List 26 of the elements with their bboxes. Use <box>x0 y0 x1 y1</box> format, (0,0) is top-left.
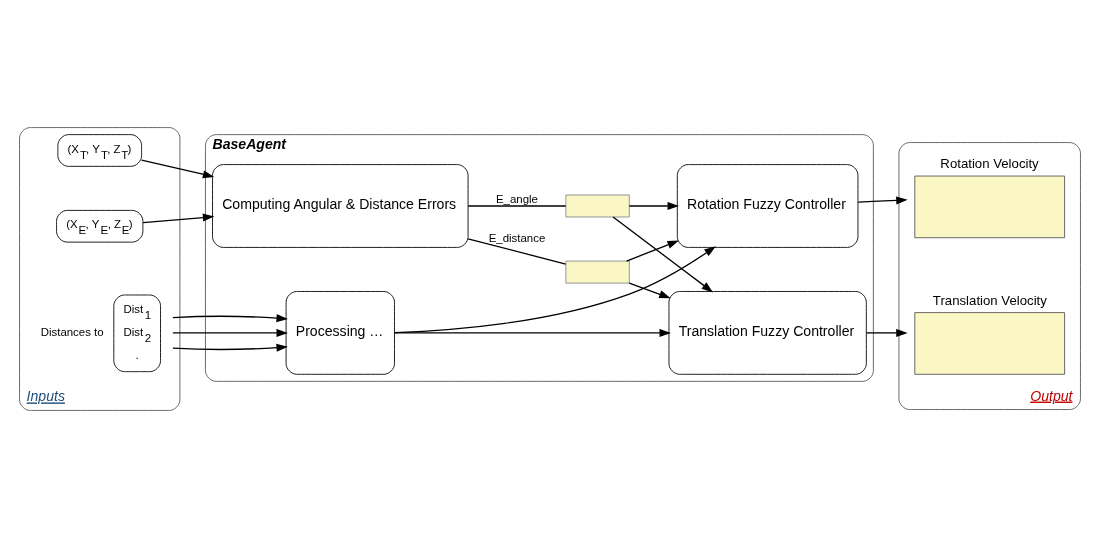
arrow <box>172 328 288 337</box>
arrow <box>393 328 671 337</box>
edge-label: E_distance <box>488 231 546 244</box>
node-label: Rotation Velocity <box>940 155 1039 171</box>
arrow <box>142 213 215 223</box>
arrow <box>628 282 671 298</box>
arrow <box>172 343 288 352</box>
arrow <box>141 158 215 178</box>
node-box: Translation Fuzzy Controller <box>668 290 867 375</box>
arrow <box>628 201 679 210</box>
arrow <box>625 239 679 262</box>
node-box: Processing … <box>285 290 395 375</box>
arrow <box>865 328 908 337</box>
node-box <box>565 260 630 284</box>
node-box <box>565 194 630 217</box>
arrow <box>172 313 288 322</box>
edge-label: E_angle <box>495 192 538 205</box>
arrow <box>612 215 714 292</box>
node-label: Translation Velocity <box>932 292 1047 308</box>
node-label: Distances to <box>40 325 104 338</box>
arrow <box>393 245 716 333</box>
arrow <box>857 195 908 204</box>
node-box: Computing Angular & Distance Errors <box>212 163 469 248</box>
connector <box>467 204 567 207</box>
node-box: Rotation Fuzzy Controller <box>676 163 859 248</box>
connector <box>467 237 567 265</box>
